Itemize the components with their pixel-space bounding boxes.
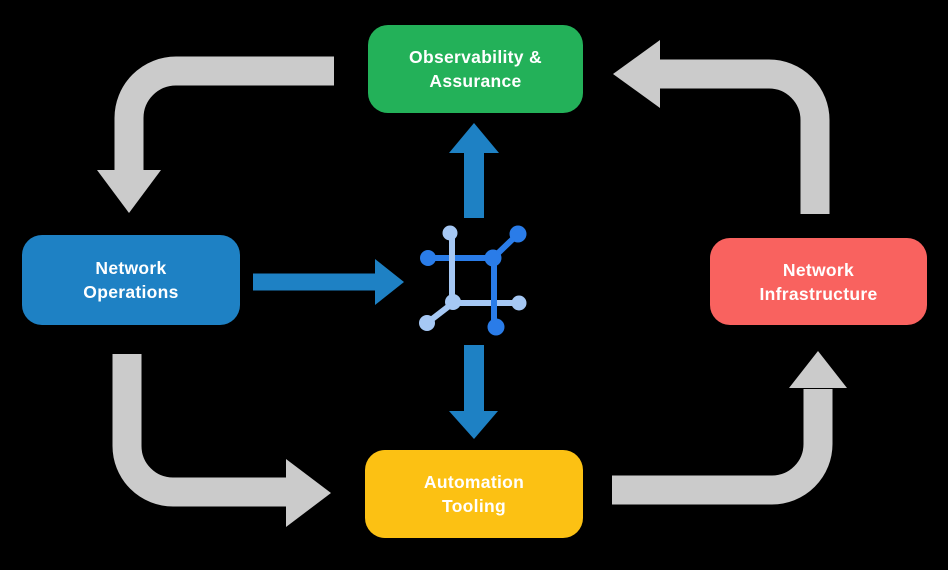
node-network-operations: Network Operations: [22, 235, 240, 325]
arrow-operations-to-automation: [112, 354, 331, 527]
node-label-line: Infrastructure: [759, 283, 878, 304]
node-label-line: Network: [95, 258, 167, 278]
network-fabric-icon: [419, 225, 527, 336]
arrow-observability-to-operations: [97, 56, 334, 213]
arrow-platform-to-automation: [449, 345, 498, 439]
node-automation-tooling: Automation Tooling: [365, 450, 583, 538]
node-observability-assurance: Observability & Assurance: [368, 25, 583, 113]
arrow-infrastructure-to-observability: [613, 40, 830, 214]
node-label-line: Operations: [83, 282, 179, 302]
arrow-platform-to-observability: [449, 123, 499, 218]
node-label-line: Network: [782, 259, 855, 280]
arrow-automation-to-infrastructure: [612, 351, 847, 505]
node-label-line: Observability &: [409, 47, 542, 67]
node-label-line: Assurance: [429, 71, 522, 91]
node-network-infrastructure: Network Infrastructure: [710, 238, 927, 325]
arrow-operations-to-platform: [253, 259, 404, 305]
node-label-line: Automation: [423, 472, 525, 492]
node-label-line: Tooling: [442, 496, 506, 516]
